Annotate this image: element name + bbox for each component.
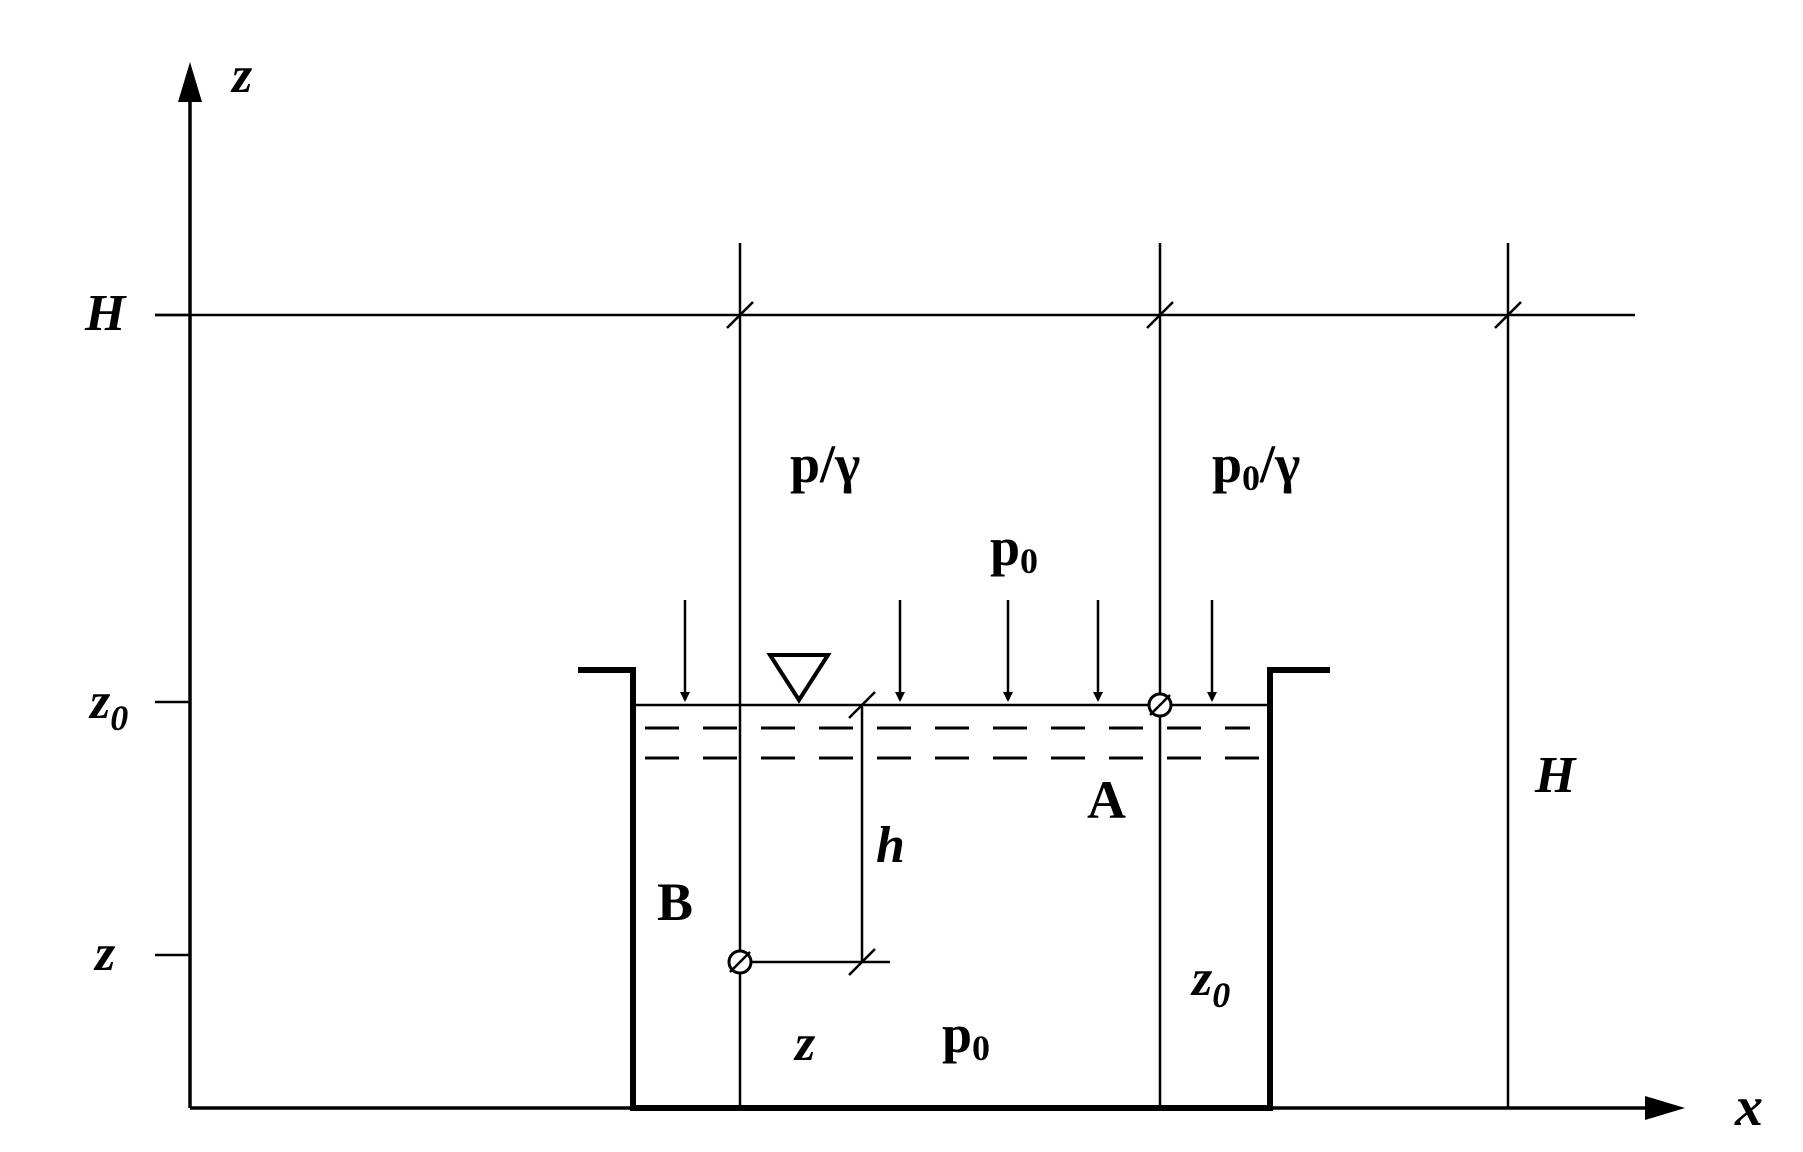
pressure-arrows [680, 600, 1217, 702]
label-p0-bottom: p0 [942, 1004, 990, 1068]
label-point-A: A [1087, 770, 1126, 830]
z-axis-arrowhead [178, 62, 202, 102]
label-h: h [876, 817, 905, 874]
h-dimension [740, 691, 890, 976]
x-axis-label: x [1734, 1076, 1763, 1138]
x-axis-arrowhead [1645, 1096, 1685, 1120]
label-p-over-gamma: p/γ [790, 434, 860, 494]
label-point-B: B [657, 872, 693, 932]
label-p0-top: p0 [990, 517, 1038, 581]
slash-tick-2 [1146, 301, 1174, 329]
label-p0-over-gamma: p0/γ [1212, 434, 1300, 498]
z-axis [178, 62, 202, 1108]
level-label-H: H [84, 285, 127, 342]
point-B-marker [727, 949, 753, 975]
label-z0-right: z0 [1190, 950, 1230, 1015]
label-z-bottom: z [793, 1015, 816, 1072]
z-axis-label: z [230, 47, 253, 104]
slash-tick-3 [1494, 301, 1522, 329]
container [578, 667, 1330, 1111]
point-A-marker [1147, 692, 1173, 718]
slash-tick-1 [726, 301, 754, 329]
level-label-z: z [93, 925, 116, 982]
level-label-z0: z0 [88, 673, 128, 738]
free-surface-symbol [766, 653, 832, 704]
label-H-right: H [1534, 747, 1577, 804]
water-lines [645, 726, 1260, 760]
